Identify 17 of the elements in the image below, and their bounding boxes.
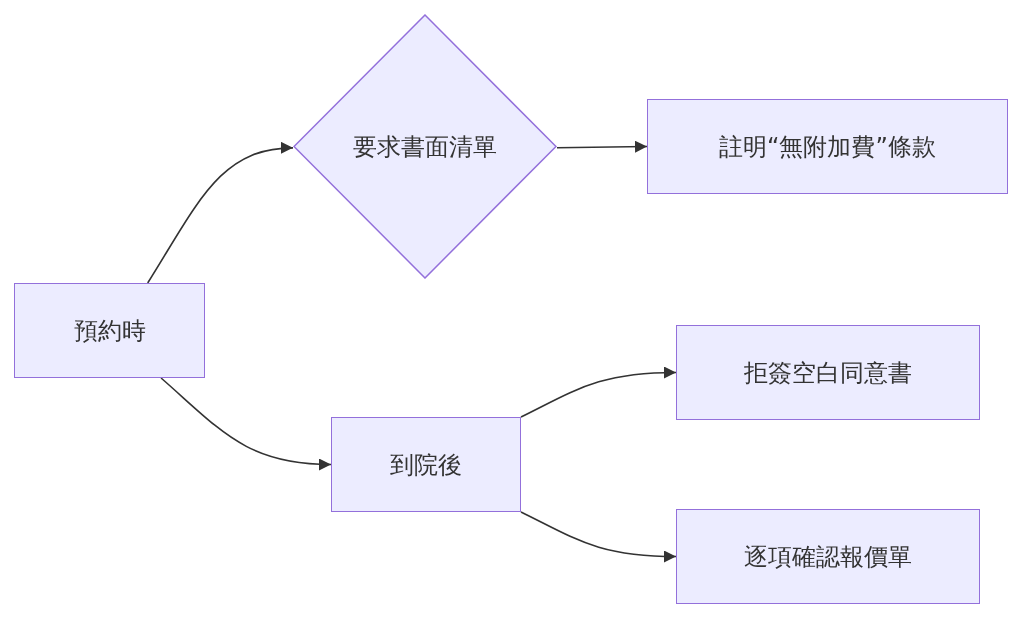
arrow (520, 366, 677, 418)
node-label: 逐項確認報價單 (744, 541, 912, 573)
node-label: 到院後 (390, 449, 462, 481)
arrow (146, 142, 294, 284)
arrow (520, 511, 677, 563)
process-box (676, 509, 980, 604)
arrow (556, 140, 648, 153)
process-box (676, 325, 980, 420)
decision-diamond (293, 14, 557, 279)
arrow (160, 377, 332, 471)
node-label: 要求書面清單 (353, 131, 497, 163)
process-box (647, 99, 1008, 194)
node-label: 註明“無附加費”條款 (719, 131, 936, 163)
node-label: 拒簽空白同意書 (744, 357, 912, 389)
process-box (14, 283, 205, 378)
process-box (331, 417, 521, 512)
node-label: 預約時 (73, 315, 146, 347)
